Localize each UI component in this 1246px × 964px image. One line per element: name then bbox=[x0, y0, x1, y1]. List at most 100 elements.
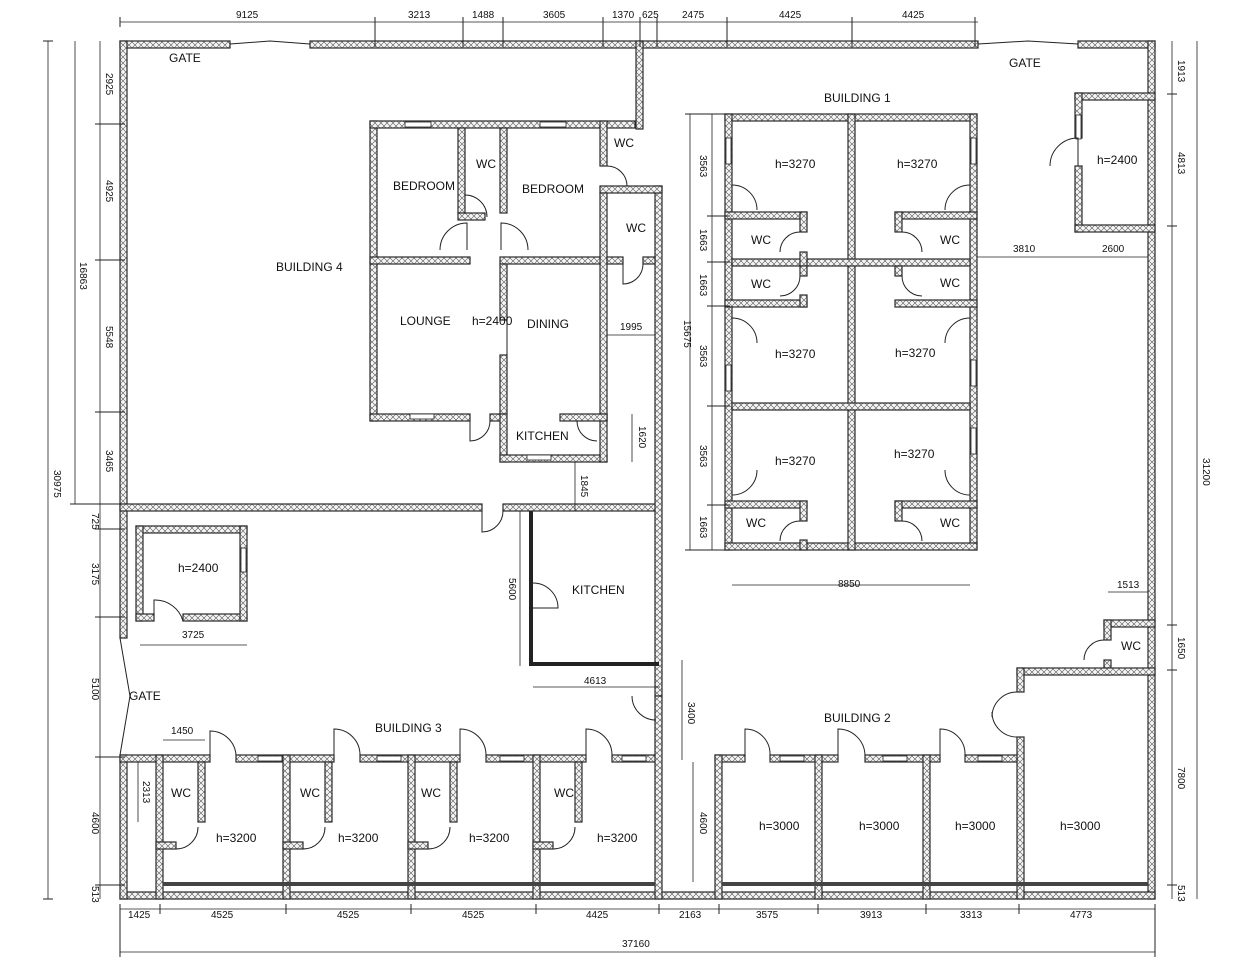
dim-misc: 3725 bbox=[182, 630, 205, 641]
kitchen-large-label: KITCHEN bbox=[572, 583, 625, 597]
dim-left: 5100 bbox=[89, 678, 100, 701]
dim-top: 4425 bbox=[902, 10, 925, 21]
dim-top: 3605 bbox=[543, 10, 566, 21]
dim-bottom: 3575 bbox=[756, 910, 779, 921]
doors bbox=[119, 40, 1105, 850]
wc-label: WC bbox=[940, 233, 960, 247]
gate-left-label: GATE bbox=[129, 689, 161, 703]
dim-misc: 4613 bbox=[584, 676, 607, 687]
height-label: h=3200 bbox=[338, 831, 379, 845]
wc-label: WC bbox=[751, 233, 771, 247]
dim-top: 1488 bbox=[472, 10, 495, 21]
dim-left: 2925 bbox=[103, 73, 114, 96]
site-perimeter-walls bbox=[119, 40, 1156, 900]
dim-b1: 3563 bbox=[697, 345, 708, 368]
dim-misc: 3810 bbox=[1013, 244, 1036, 255]
wc-label: WC bbox=[421, 786, 441, 800]
dim-left: 4925 bbox=[103, 180, 114, 203]
room-labels: GATE GATE GATE BUILDING 1 BUILDING 2 BUI… bbox=[129, 51, 1141, 845]
bedroom-right-label: BEDROOM bbox=[522, 182, 584, 196]
dim-b1: 1663 bbox=[697, 229, 708, 252]
dining-label: DINING bbox=[527, 317, 569, 331]
small-building-left-walls bbox=[135, 525, 248, 622]
building-2-walls bbox=[714, 667, 1156, 900]
windows bbox=[240, 114, 1082, 762]
dim-misc: 3400 bbox=[685, 702, 696, 725]
dim-left-b4-total: 16863 bbox=[77, 262, 88, 290]
dimension-text: 9125 3213 1488 3605 1370 625 2475 4425 4… bbox=[51, 10, 1211, 950]
building-2-label: BUILDING 2 bbox=[824, 711, 891, 725]
dim-right: 1650 bbox=[1175, 637, 1186, 660]
dim-b1-total: 15675 bbox=[681, 320, 692, 348]
dim-b1: 3563 bbox=[697, 445, 708, 468]
building-3-label: BUILDING 3 bbox=[375, 721, 442, 735]
dim-bottom: 4525 bbox=[337, 910, 360, 921]
dim-misc: 1450 bbox=[171, 726, 194, 737]
height-label: h=3000 bbox=[759, 819, 800, 833]
height-label: h=3270 bbox=[895, 346, 936, 360]
dim-bottom: 3313 bbox=[960, 910, 983, 921]
wc-label: WC bbox=[171, 786, 191, 800]
dim-misc: 1513 bbox=[1117, 580, 1140, 591]
dim-bottom: 4525 bbox=[462, 910, 485, 921]
dim-bottom: 4425 bbox=[586, 910, 609, 921]
dim-b1: 3563 bbox=[697, 155, 708, 178]
dimension-ticks bbox=[43, 17, 1177, 957]
lounge-label: LOUNGE bbox=[400, 314, 451, 328]
height-label: h=3270 bbox=[775, 454, 816, 468]
dim-left: 3465 bbox=[103, 450, 114, 473]
dim-left: 725 bbox=[89, 513, 100, 530]
dim-misc: 2600 bbox=[1102, 244, 1125, 255]
dim-top: 4425 bbox=[779, 10, 802, 21]
wc-label: WC bbox=[614, 136, 634, 150]
dim-right-outer: 31200 bbox=[1200, 458, 1211, 486]
dimension-lines bbox=[47, 21, 1198, 953]
height-label: h=2400 bbox=[1097, 153, 1138, 167]
dim-misc: 1995 bbox=[620, 322, 643, 333]
dim-bottom: 3913 bbox=[860, 910, 883, 921]
wc-label: WC bbox=[940, 276, 960, 290]
height-label: h=2400 bbox=[178, 561, 219, 575]
gate-top-left-label: GATE bbox=[169, 51, 201, 65]
dim-b1-width: 8850 bbox=[838, 579, 861, 590]
height-label: h=3000 bbox=[955, 819, 996, 833]
wc-label: WC bbox=[300, 786, 320, 800]
dim-bottom: 4773 bbox=[1070, 910, 1093, 921]
bedroom-left-label: BEDROOM bbox=[393, 179, 455, 193]
dim-bottom: 2163 bbox=[679, 910, 702, 921]
height-label: h=3270 bbox=[775, 347, 816, 361]
wc-label: WC bbox=[554, 786, 574, 800]
wc-label: WC bbox=[1121, 639, 1141, 653]
large-kitchen-walls bbox=[529, 511, 659, 666]
dim-top: 2475 bbox=[682, 10, 705, 21]
dim-left: 513 bbox=[89, 886, 100, 903]
dim-bottom: 4525 bbox=[211, 910, 234, 921]
dim-overall-width: 37160 bbox=[622, 939, 650, 950]
dim-right: 513 bbox=[1175, 885, 1186, 902]
height-label: h=3000 bbox=[1060, 819, 1101, 833]
dim-left-outer: 30975 bbox=[51, 470, 62, 498]
dim-bottom: 1425 bbox=[128, 910, 151, 921]
height-label: h=3000 bbox=[859, 819, 900, 833]
wc-label: WC bbox=[626, 221, 646, 235]
dim-top: 1370 bbox=[612, 10, 635, 21]
height-label: h=3200 bbox=[469, 831, 510, 845]
wc-label: WC bbox=[746, 516, 766, 530]
dim-b1: 1663 bbox=[697, 516, 708, 539]
dim-right: 1913 bbox=[1175, 60, 1186, 83]
height-label: h=3200 bbox=[597, 831, 638, 845]
dim-misc: 5600 bbox=[506, 578, 517, 601]
dim-top: 3213 bbox=[408, 10, 431, 21]
height-label: h=3200 bbox=[216, 831, 257, 845]
height-label: h=3270 bbox=[894, 447, 935, 461]
building-1-label: BUILDING 1 bbox=[824, 91, 891, 105]
dim-top: 9125 bbox=[236, 10, 259, 21]
wc-label: WC bbox=[751, 277, 771, 291]
wc-label: WC bbox=[476, 157, 496, 171]
dim-misc: 1620 bbox=[636, 426, 647, 449]
building-4-label: BUILDING 4 bbox=[276, 260, 343, 274]
dim-left: 4600 bbox=[89, 812, 100, 835]
gate-top-right-label: GATE bbox=[1009, 56, 1041, 70]
dim-b1: 1663 bbox=[697, 274, 708, 297]
